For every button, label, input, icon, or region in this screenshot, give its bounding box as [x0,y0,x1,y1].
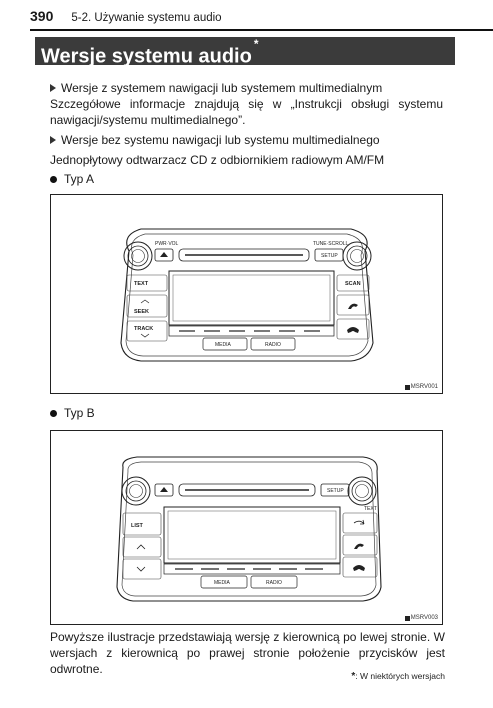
pwr-vol-label: PWR·VOL [155,241,179,247]
audio-unit-type-b-illustration: SETUP LIST MEDIA RADIO TEXT [116,456,382,602]
paragraph-reference: Szczegółowe informacje znajdują się w „I… [50,97,443,127]
triangle-bullet-icon [50,136,56,144]
dot-bullet-icon [50,176,57,183]
track-label: TRACK [134,326,153,332]
section-title: 5-2. Używanie systemu audio [71,12,222,24]
dot-bullet-icon [50,410,57,417]
media-label-b: MEDIA [214,580,231,586]
figure-b-code: MSRV003 [404,615,438,621]
media-label: MEDIA [215,342,232,348]
type-b-heading: Typ B [50,405,95,421]
figure-a-code: MSRV001 [404,384,438,390]
header-rule [30,29,493,31]
text-label: TEXT [134,281,149,287]
closing-paragraph: Powyższe ilustracje przedstawiają wersję… [50,630,445,676]
page-header: 390 5-2. Używanie systemu audio [30,8,222,24]
list-label: LIST [131,523,144,529]
seek-label: SEEK [134,309,149,315]
banner-title: Wersje systemu audio [41,45,252,68]
setup-label-b: SETUP [327,488,344,494]
scan-label: SCAN [345,281,361,287]
section-banner: Wersje systemu audio* [35,37,455,68]
footnote: *: W niektórych wersjach [351,671,445,682]
text-label-b: TEXT [364,506,377,512]
setup-label: SETUP [321,253,338,259]
radio-label-b: RADIO [266,580,282,586]
bullet-navi-versions: Wersje z systemem nawigacji lub systemem… [50,80,382,96]
audio-unit-type-a-illustration: PWR·VOL TUNE·SCROLL SETUP TEXT SEEK TRAC… [120,228,374,362]
bullet-non-navi-versions: Wersje bez systemu nawigacji lub systemu… [50,132,380,148]
figure-type-a: PWR·VOL TUNE·SCROLL SETUP TEXT SEEK TRAC… [50,194,443,394]
type-a-heading: Typ A [50,171,94,187]
figure-type-b: SETUP LIST MEDIA RADIO TEXT [50,430,443,625]
paragraph-cd-player: Jednopłytowy odtwarzacz CD z odbiornikie… [50,153,385,167]
radio-label: RADIO [265,342,281,348]
triangle-bullet-icon [50,84,56,92]
banner-mark: * [253,37,259,51]
page-number: 390 [30,8,54,24]
tune-scroll-label: TUNE·SCROLL [313,241,349,247]
